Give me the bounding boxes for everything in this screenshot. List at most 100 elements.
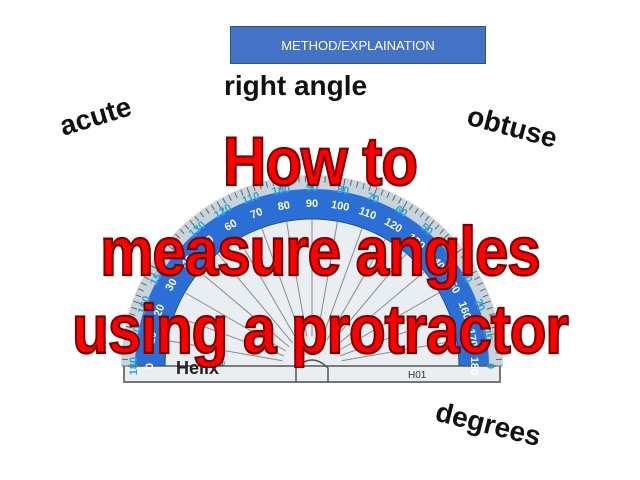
scale-tick [166, 243, 176, 252]
outer-scale-label: 70 [365, 191, 381, 206]
scale-tick [482, 294, 489, 298]
title-line-3: using a protractor [71, 290, 569, 368]
scale-tick [474, 276, 480, 281]
scale-tick [392, 195, 396, 201]
inner-scale-label: 90 [306, 198, 318, 210]
scale-tick [337, 177, 339, 184]
scale-tick [199, 211, 205, 218]
angle-ray [167, 339, 283, 362]
scale-tick [123, 339, 130, 341]
scale-tick [141, 282, 147, 286]
scale-tick [494, 339, 501, 341]
angle-ray [285, 221, 308, 337]
scale-tick [448, 243, 458, 252]
outer-scale-label: 90 [306, 182, 318, 194]
angle-ray [217, 253, 294, 344]
scale-tick [124, 332, 137, 336]
scale-tick [490, 319, 497, 322]
scale-tick [228, 195, 232, 201]
angle-ray [326, 238, 386, 341]
scale-tick [194, 215, 200, 222]
scale-tick [479, 300, 491, 306]
angle-ray [184, 292, 287, 352]
protractor-rays [167, 219, 457, 362]
outer-scale-label: 100 [271, 183, 291, 198]
scale-tick [419, 211, 425, 218]
center-notch [295, 359, 329, 382]
scale-tick [291, 176, 294, 184]
scale-tick [477, 282, 483, 286]
outer-scale-label: 30 [458, 269, 475, 286]
scale-tick [330, 176, 333, 184]
scale-tick [154, 259, 160, 264]
scale-tick [246, 187, 252, 199]
scale-tick [409, 204, 414, 211]
scale-tick [486, 306, 493, 310]
inner-scale-label: 60 [223, 217, 240, 234]
scale-tick [189, 220, 198, 230]
scale-tick [234, 192, 238, 199]
angle-ray [199, 271, 290, 348]
angle-ray [316, 221, 339, 337]
method-explanation-box: METHOD/EXPLAINATION [230, 26, 486, 64]
scale-tick [259, 183, 262, 190]
scale-tick [184, 224, 190, 230]
inner-scale-label: 160 [456, 300, 474, 321]
scale-tick [342, 178, 346, 191]
scale-tick [138, 288, 145, 292]
scale-tick [205, 208, 210, 214]
scale-tick [240, 189, 244, 196]
outer-scale-label: 160 [136, 294, 154, 315]
inner-scale-label: 170 [464, 328, 479, 348]
scale-tick [179, 228, 185, 234]
scale-tick [456, 248, 463, 254]
scale-tick [488, 313, 495, 316]
outer-scale-label: 170 [129, 325, 144, 345]
scale-tick [487, 332, 500, 336]
scale-tick [129, 313, 136, 316]
scale-tick [465, 270, 477, 278]
outer-ring [121, 175, 503, 367]
inner-scale-label: 10 [145, 331, 159, 345]
brand-logo: Helix® [176, 358, 225, 378]
scale-tick [265, 181, 268, 188]
outer-scale-label: 80 [336, 184, 350, 198]
scale-tick [144, 276, 150, 281]
scale-tick [397, 198, 402, 204]
inner-scale-label: 20 [152, 303, 167, 319]
inner-scale-label: 80 [277, 199, 291, 213]
scale-tick [479, 288, 486, 292]
scale-tick [150, 264, 157, 269]
scale-tick [386, 192, 390, 199]
angle-ray [337, 292, 440, 352]
outer-scale-label: 0 [484, 363, 496, 369]
scale-tick [285, 177, 287, 184]
title-line-2: measure angles [99, 212, 542, 290]
scale-tick [174, 233, 180, 239]
scale-tick [467, 264, 474, 269]
inner-scale-label: 70 [249, 206, 265, 221]
scale-tick [400, 201, 408, 213]
angle-ray [334, 271, 425, 348]
scale-tick [278, 178, 282, 191]
scale-tick [424, 215, 430, 222]
angle-ray [238, 238, 298, 341]
scale-tick [380, 189, 384, 196]
scale-tick [414, 208, 419, 214]
angle-ray [330, 253, 407, 344]
scale-tick [122, 345, 130, 348]
angle-ray [173, 315, 284, 357]
scale-tick [362, 183, 365, 190]
inner-scale-label: 110 [357, 205, 378, 222]
outer-scale-label: 20 [472, 297, 487, 313]
scale-tick [439, 228, 445, 234]
angle-ray [340, 315, 451, 357]
scale-tick [170, 238, 176, 244]
inner-scale-label: 180 [468, 357, 480, 375]
method-explanation-label: METHOD/EXPLAINATION [281, 37, 435, 53]
scale-tick [491, 326, 498, 329]
inner-scale-label: 30 [163, 277, 180, 294]
scale-tick [131, 306, 138, 310]
outer-scale-label: 110 [241, 190, 262, 207]
